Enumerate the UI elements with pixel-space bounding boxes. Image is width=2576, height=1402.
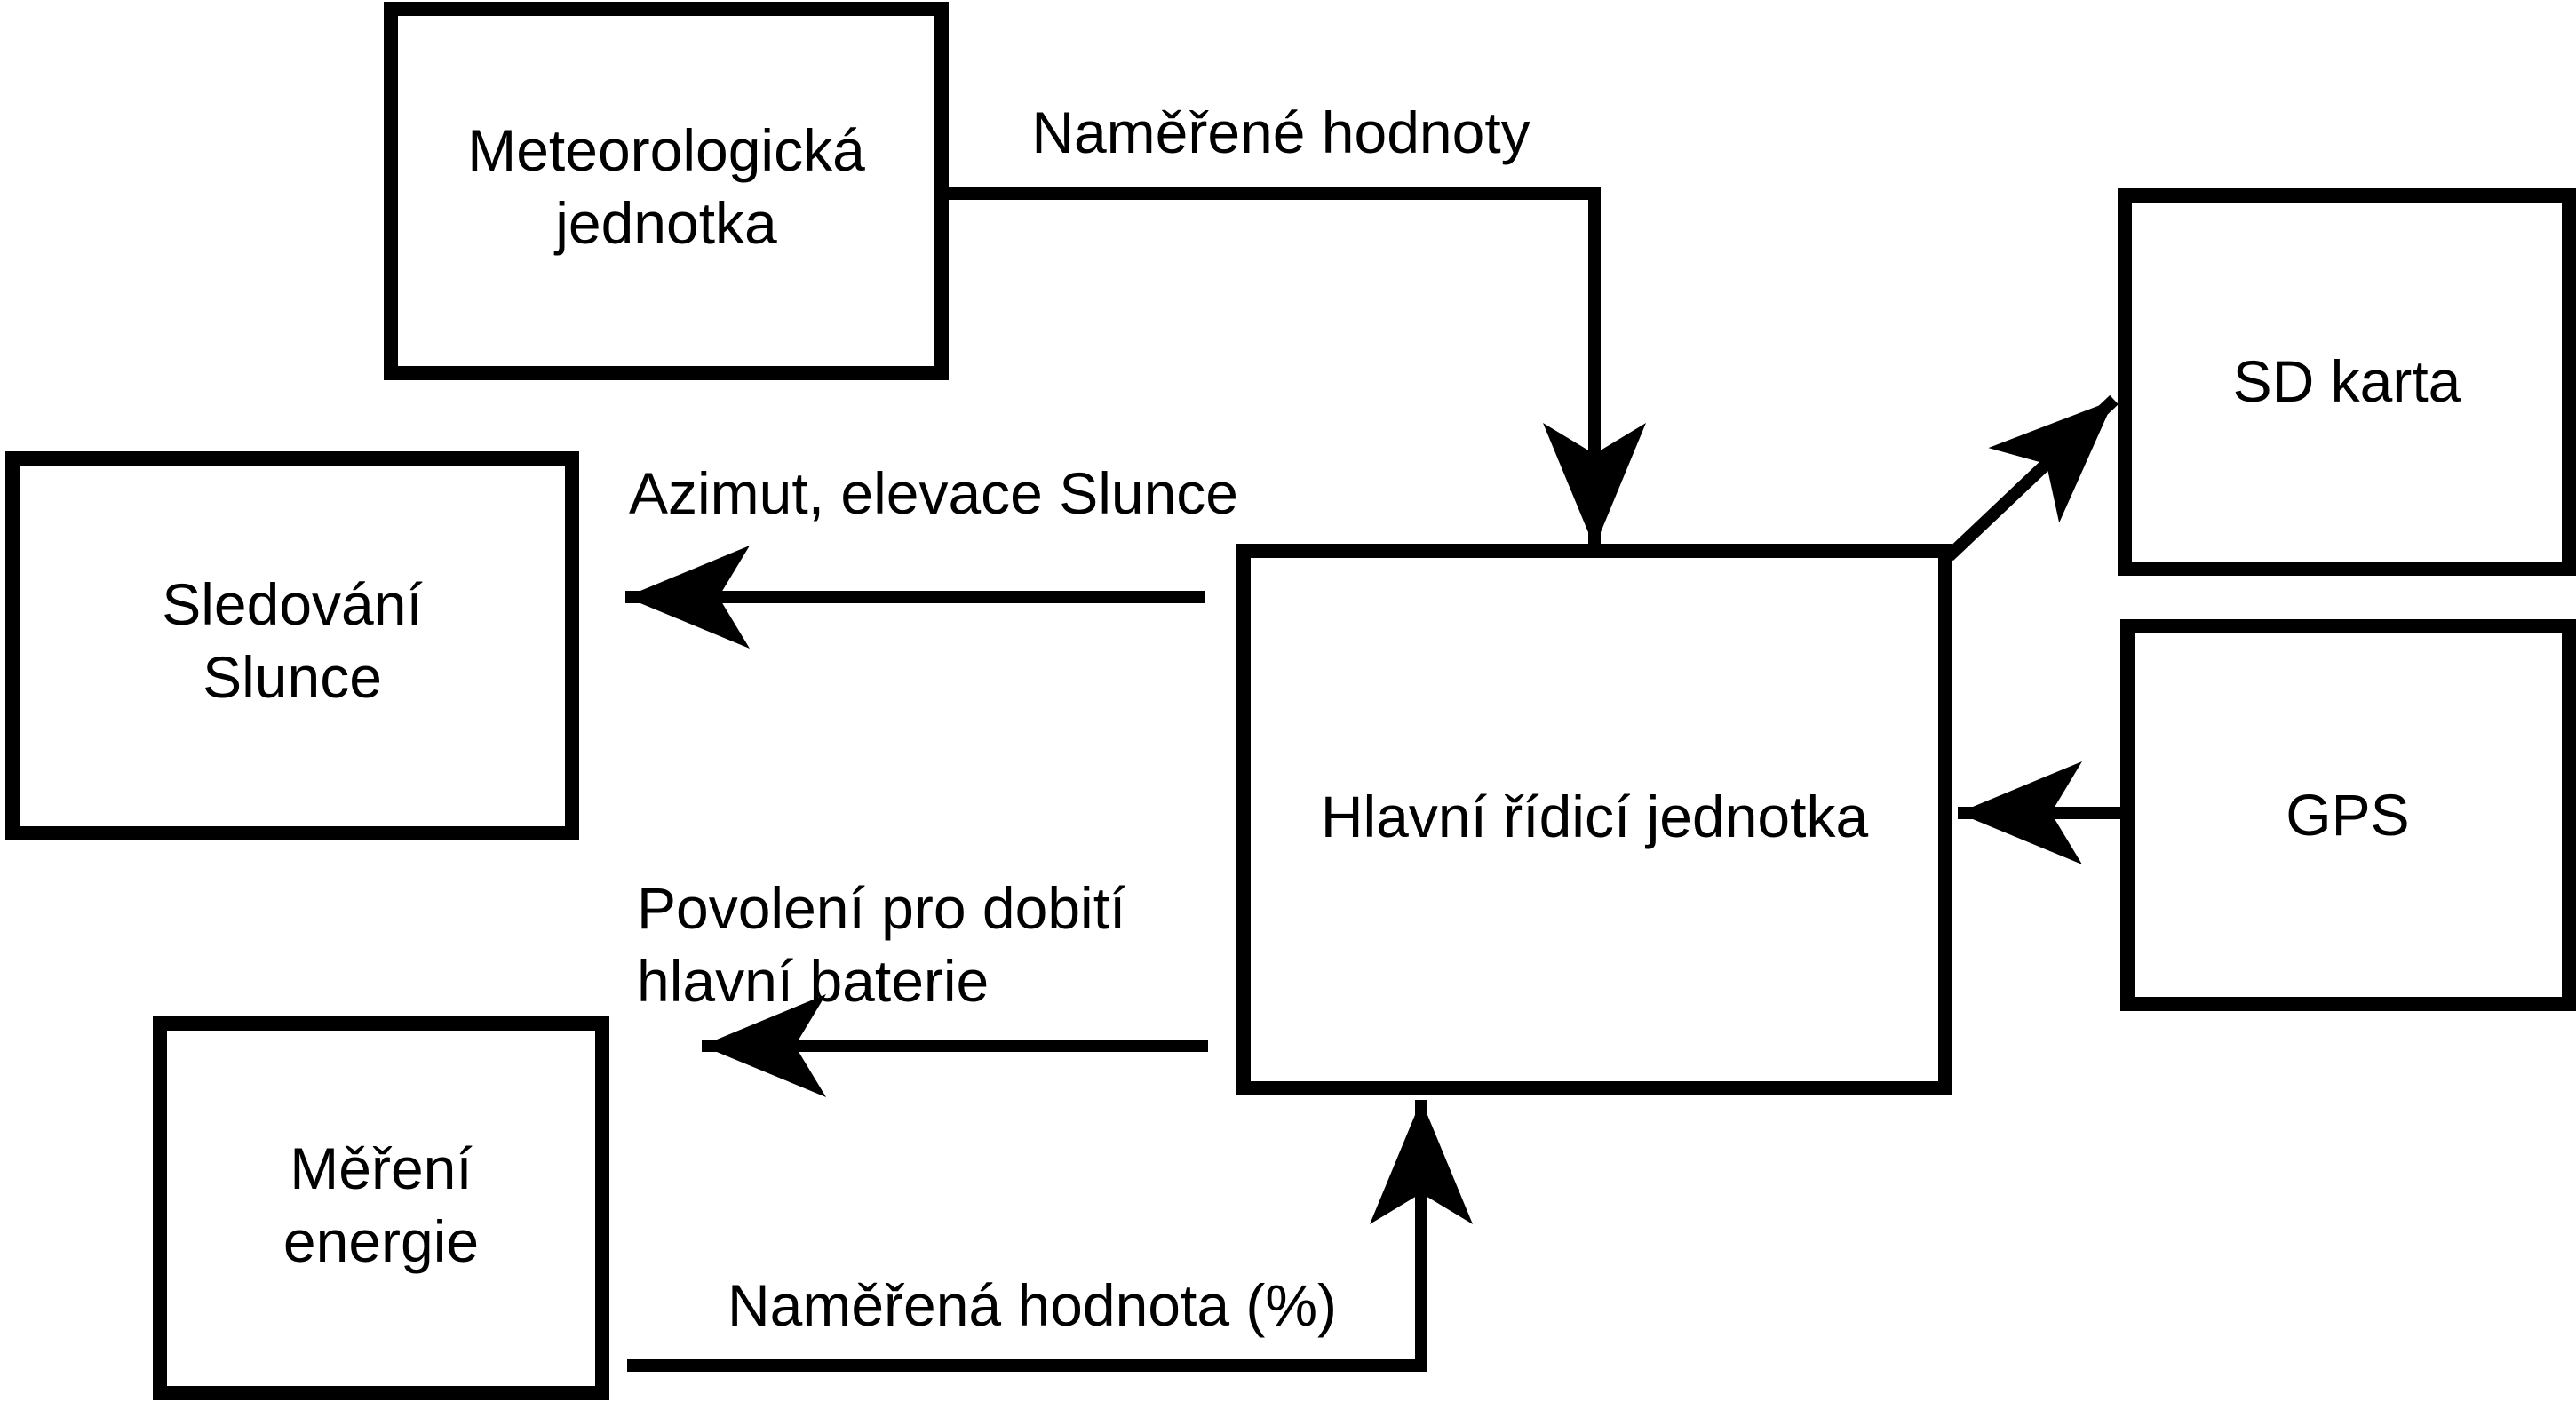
weather-unit-label-line1: Meteorologická <box>467 117 865 183</box>
energy-measurement-label-line1: Měření <box>290 1135 473 1201</box>
gps-label: GPS <box>2286 782 2409 848</box>
edge-energy-to-main <box>627 1100 1473 1372</box>
edge-label-charging-permission-line2: hlavní baterie <box>637 948 989 1014</box>
box-gps <box>2120 619 2576 1011</box>
weather-unit-label-line2: jednotka <box>553 190 777 256</box>
box-weather-unit <box>384 2 949 380</box>
box-main-control-unit <box>1236 544 1952 1095</box>
energy-measurement-label-line2: energie <box>283 1208 479 1274</box>
sun-tracking-label-line1: Sledování <box>162 571 423 637</box>
edge-label-measured-value-percent: Naměřená hodnota (%) <box>727 1272 1337 1338</box>
sd-card-label: SD karta <box>2233 348 2461 414</box>
box-energy-measurement <box>153 1016 609 1400</box>
main-control-unit-label: Hlavní řídicí jednotka <box>1321 784 1869 849</box>
edge-label-azimuth-elevation: Azimut, elevace Slunce <box>629 460 1238 526</box>
edge-label-charging-permission-line1: Povolení pro dobití <box>637 875 1126 941</box>
box-sun-tracking <box>5 451 579 840</box>
edge-label-measured-values: Naměřené hodnoty <box>1031 100 1530 165</box>
box-sd-card <box>2118 188 2576 576</box>
sun-tracking-label-line2: Slunce <box>203 644 382 710</box>
edge-weather-to-main <box>942 187 1646 547</box>
edge-main-to-sd-card <box>1944 394 2119 562</box>
